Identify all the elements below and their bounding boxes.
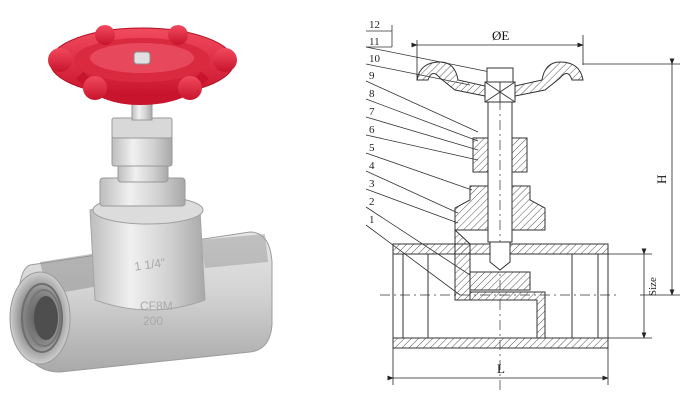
- valve-photo: 1 1/4" CF8M 200: [0, 0, 300, 400]
- dimension-length: L: [387, 348, 609, 385]
- dimension-height: H: [583, 58, 680, 296]
- part-2: 2: [369, 196, 375, 208]
- material-marking: CF8M: [140, 299, 173, 313]
- handwheel-section: [416, 61, 584, 103]
- part-10: 10: [369, 53, 381, 65]
- part-8: 8: [369, 88, 375, 100]
- part-12: 12: [369, 19, 380, 31]
- svg-text:H: H: [654, 175, 669, 184]
- part-4: 4: [369, 160, 375, 172]
- part-5: 5: [369, 142, 375, 154]
- part-3: 3: [369, 178, 375, 190]
- part-11: 11: [369, 36, 380, 48]
- dimension-size: Size: [608, 248, 659, 339]
- handwheel: [48, 25, 237, 106]
- valve-technical-drawing: 12 11 10 9 8 7 6 5 4 3 2 1 ØE: [330, 0, 700, 400]
- bonnet-nut: [99, 117, 186, 207]
- pressure-marking: 200: [143, 314, 163, 328]
- part-9: 9: [369, 70, 375, 82]
- svg-text:L: L: [497, 361, 505, 376]
- size-marking: 1 1/4": [134, 255, 167, 273]
- part-1: 1: [369, 214, 375, 226]
- cross-section-diagram: 12 11 10 9 8 7 6 5 4 3 2 1 ØE: [365, 19, 680, 390]
- part-7: 7: [369, 106, 375, 118]
- valve-photo-illustration: 1 1/4" CF8M 200: [9, 25, 273, 373]
- svg-text:ØE: ØE: [492, 28, 509, 43]
- valve-body-section: [380, 228, 620, 349]
- stem-section: [454, 100, 546, 390]
- valve-body: 1 1/4" CF8M 200: [9, 195, 273, 373]
- part-6: 6: [369, 124, 375, 136]
- handwheel-nut: [133, 51, 151, 65]
- dimension-handwheel-diameter: ØE: [411, 28, 584, 80]
- svg-text:Size: Size: [647, 277, 659, 296]
- part-numbers: 12 11 10 9 8 7 6 5 4 3 2 1: [369, 19, 381, 226]
